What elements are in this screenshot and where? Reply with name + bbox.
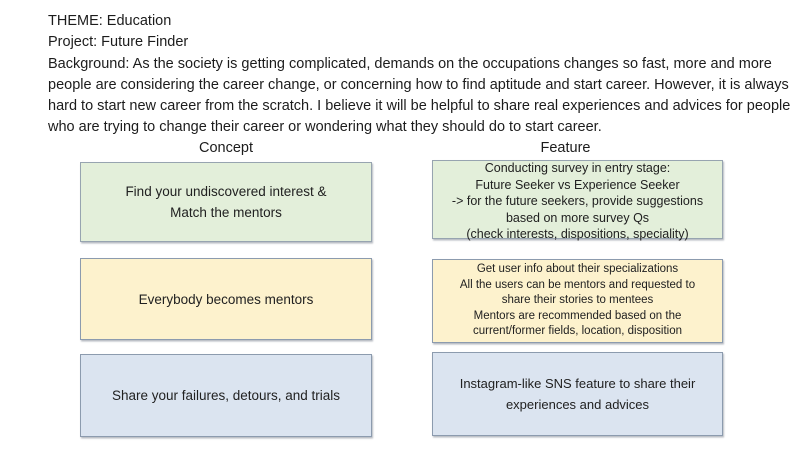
feature-box-entry-survey-text: Conducting survey in entry stage: Future… — [451, 161, 704, 242]
concept-box-interest-matching: Find your undiscovered interest & Match … — [80, 162, 372, 242]
feature-box-sns-sharing-text: Instagram-like SNS feature to share thei… — [459, 376, 696, 412]
theme-line: THEME: Education — [48, 13, 172, 29]
feature-box-mentor-matching-text: Get user info about their specialization… — [459, 263, 696, 338]
concept-box-interest-matching-text: Find your undiscovered interest & Match … — [125, 184, 327, 220]
feature-box-mentor-matching: Get user info about their specialization… — [432, 259, 723, 343]
header-text-block: THEME: Education Project: Future Finder … — [48, 11, 796, 139]
concept-box-share-failures-text: Share your failures, detours, and trials — [111, 388, 341, 403]
project-line: Project: Future Finder — [48, 34, 189, 51]
feature-box-sns-sharing: Instagram-like SNS feature to share thei… — [432, 352, 723, 436]
concept-box-everybody-mentors: Everybody becomes mentors — [80, 258, 372, 340]
feature-box-entry-survey: Conducting survey in entry stage: Future… — [432, 160, 723, 241]
concept-box-share-failures: Share your failures, detours, and trials — [80, 354, 372, 437]
concept-column-header: Concept — [198, 140, 253, 156]
background-paragraph: Background: As the society is getting co… — [48, 55, 791, 136]
concept-box-everybody-mentors-text: Everybody becomes mentors — [138, 291, 314, 307]
feature-column-header: Feature — [540, 140, 591, 156]
